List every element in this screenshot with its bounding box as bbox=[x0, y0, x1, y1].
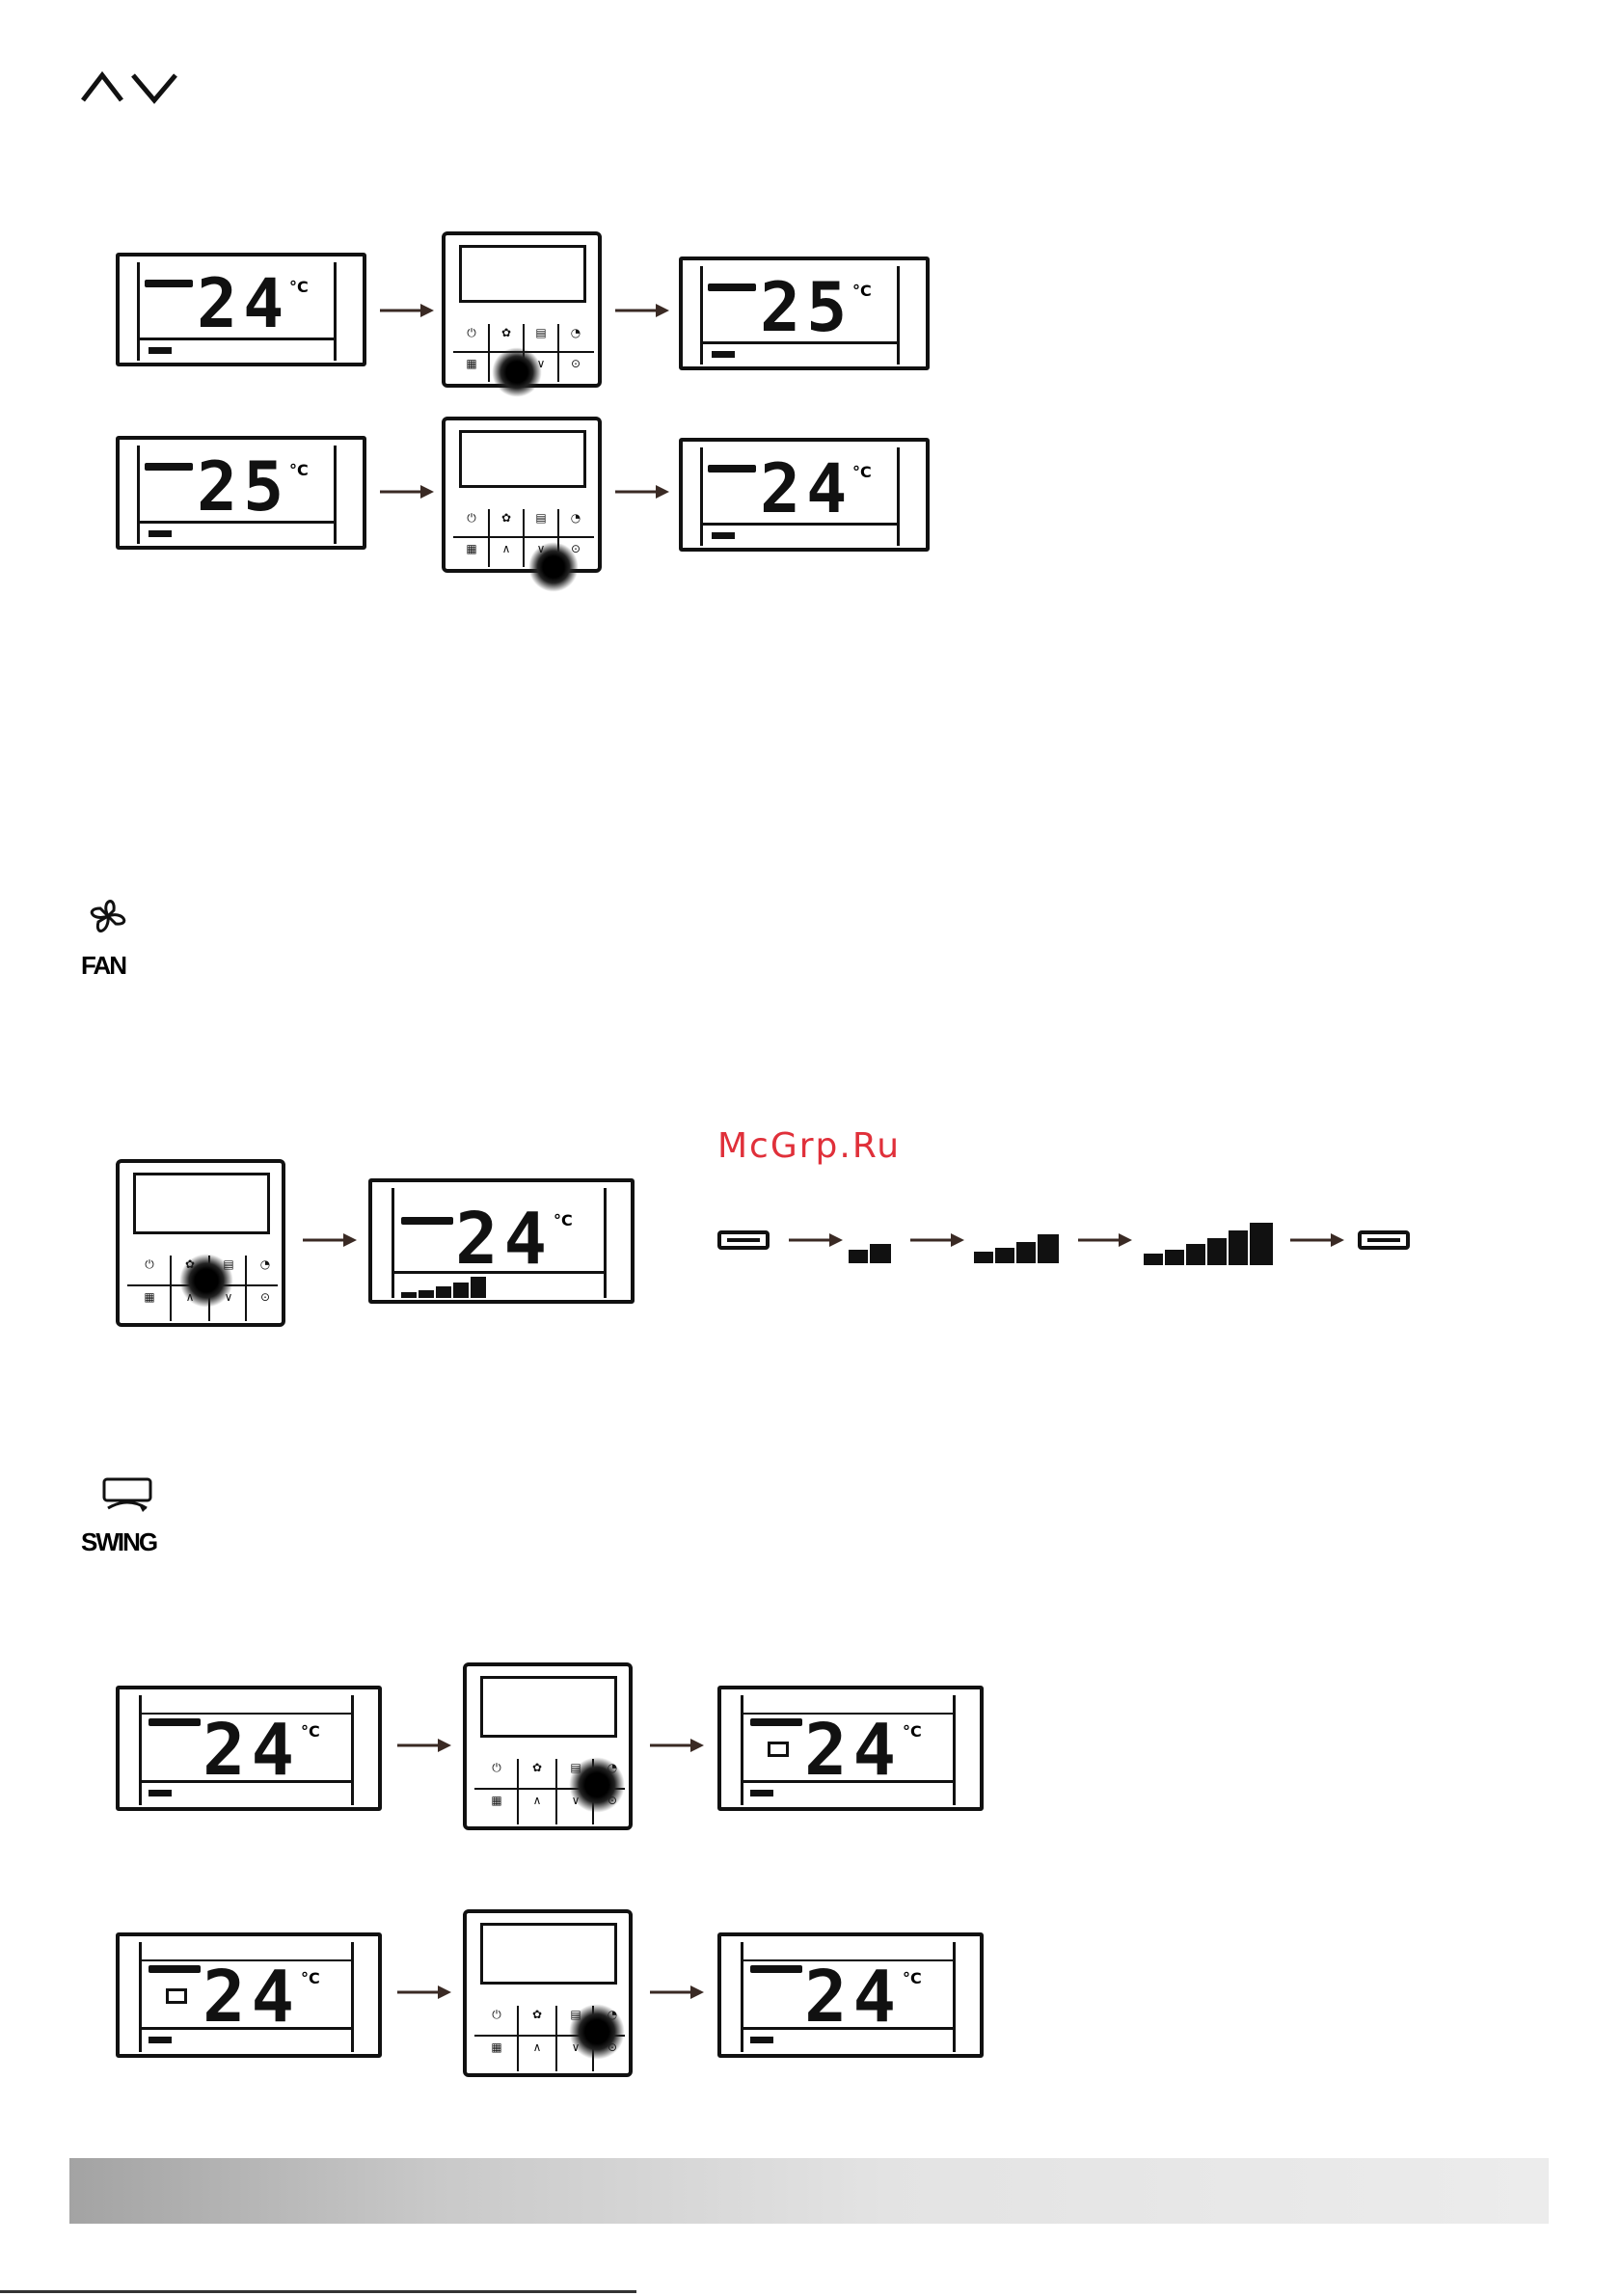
arrow-right-icon bbox=[1076, 1230, 1134, 1250]
temperature-unit: °C bbox=[852, 463, 872, 481]
arrow-right-icon bbox=[613, 301, 671, 320]
fan-speed-high-icon bbox=[1144, 1223, 1277, 1265]
fan-speed-auto-icon bbox=[1358, 1230, 1410, 1250]
press-indicator-icon bbox=[528, 542, 579, 592]
arrow-right-icon bbox=[301, 1230, 359, 1250]
fan-speed-bars-icon bbox=[401, 1277, 494, 1298]
press-indicator-icon bbox=[569, 1757, 625, 1813]
swing-icon bbox=[96, 1475, 158, 1514]
arrow-right-icon bbox=[378, 482, 436, 501]
arrow-right-icon bbox=[787, 1230, 845, 1250]
temperature-unit: °C bbox=[289, 461, 309, 479]
arrow-right-icon bbox=[1288, 1230, 1346, 1250]
press-indicator-icon bbox=[179, 1254, 233, 1308]
temperature-value: 24 bbox=[804, 1715, 902, 1786]
lcd-display: 24 °C bbox=[368, 1178, 635, 1304]
arrow-right-icon bbox=[908, 1230, 966, 1250]
temperature-value: 24 bbox=[203, 1961, 300, 2033]
swing-indicator-icon bbox=[166, 1988, 187, 2004]
press-indicator-icon bbox=[492, 347, 542, 397]
lcd-display: 24 °C bbox=[116, 1686, 382, 1811]
lcd-display: 25 °C bbox=[116, 436, 366, 550]
swing-indicator-icon bbox=[768, 1742, 789, 1757]
press-indicator-icon bbox=[569, 2004, 625, 2060]
temperature-value: 25 bbox=[760, 274, 852, 341]
temperature-value: 24 bbox=[203, 1715, 300, 1786]
temperature-unit: °C bbox=[289, 278, 309, 296]
temperature-unit: °C bbox=[301, 1969, 320, 1987]
bottom-rule bbox=[0, 2290, 636, 2293]
arrow-right-icon bbox=[378, 301, 436, 320]
watermark: McGrp.Ru bbox=[717, 1126, 901, 1166]
arrow-right-icon bbox=[648, 1983, 706, 2002]
lcd-display: 24 °C bbox=[116, 253, 366, 366]
temperature-unit: °C bbox=[903, 1722, 922, 1741]
fan-label: FAN bbox=[81, 951, 125, 981]
up-down-chevron-icon bbox=[79, 68, 183, 104]
temperature-unit: °C bbox=[852, 282, 872, 300]
footer-band bbox=[69, 2158, 1549, 2224]
lcd-display: 24 °C bbox=[116, 1932, 382, 2058]
temp-up-button[interactable]: ∧ bbox=[492, 542, 521, 555]
lcd-display: 24 °C bbox=[717, 1932, 984, 2058]
lcd-display: 25 °C bbox=[679, 257, 930, 370]
remote-controller: ⏻ ✿ ▤ ◔ ▦ ∧ ∨ ⊙ bbox=[442, 417, 602, 573]
lcd-display: 24 °C bbox=[679, 438, 930, 552]
lcd-display: 24 °C bbox=[717, 1686, 984, 1811]
fan-speed-low-icon bbox=[849, 1240, 897, 1263]
arrow-right-icon bbox=[613, 482, 671, 501]
fan-speed-medium-icon bbox=[974, 1232, 1063, 1263]
temperature-value: 24 bbox=[760, 455, 852, 523]
arrow-right-icon bbox=[395, 1983, 453, 2002]
temperature-value: 24 bbox=[197, 270, 289, 338]
arrow-right-icon bbox=[648, 1736, 706, 1755]
arrow-right-icon bbox=[395, 1736, 453, 1755]
temperature-value: 24 bbox=[455, 1203, 553, 1275]
swing-label: SWING bbox=[81, 1527, 156, 1557]
temperature-unit: °C bbox=[903, 1969, 922, 1987]
fan-speed-auto-icon bbox=[717, 1230, 770, 1250]
temperature-unit: °C bbox=[301, 1722, 320, 1741]
temperature-unit: °C bbox=[554, 1211, 573, 1229]
temperature-value: 24 bbox=[804, 1961, 902, 2033]
fan-icon bbox=[81, 893, 135, 941]
temperature-value: 25 bbox=[197, 453, 289, 521]
